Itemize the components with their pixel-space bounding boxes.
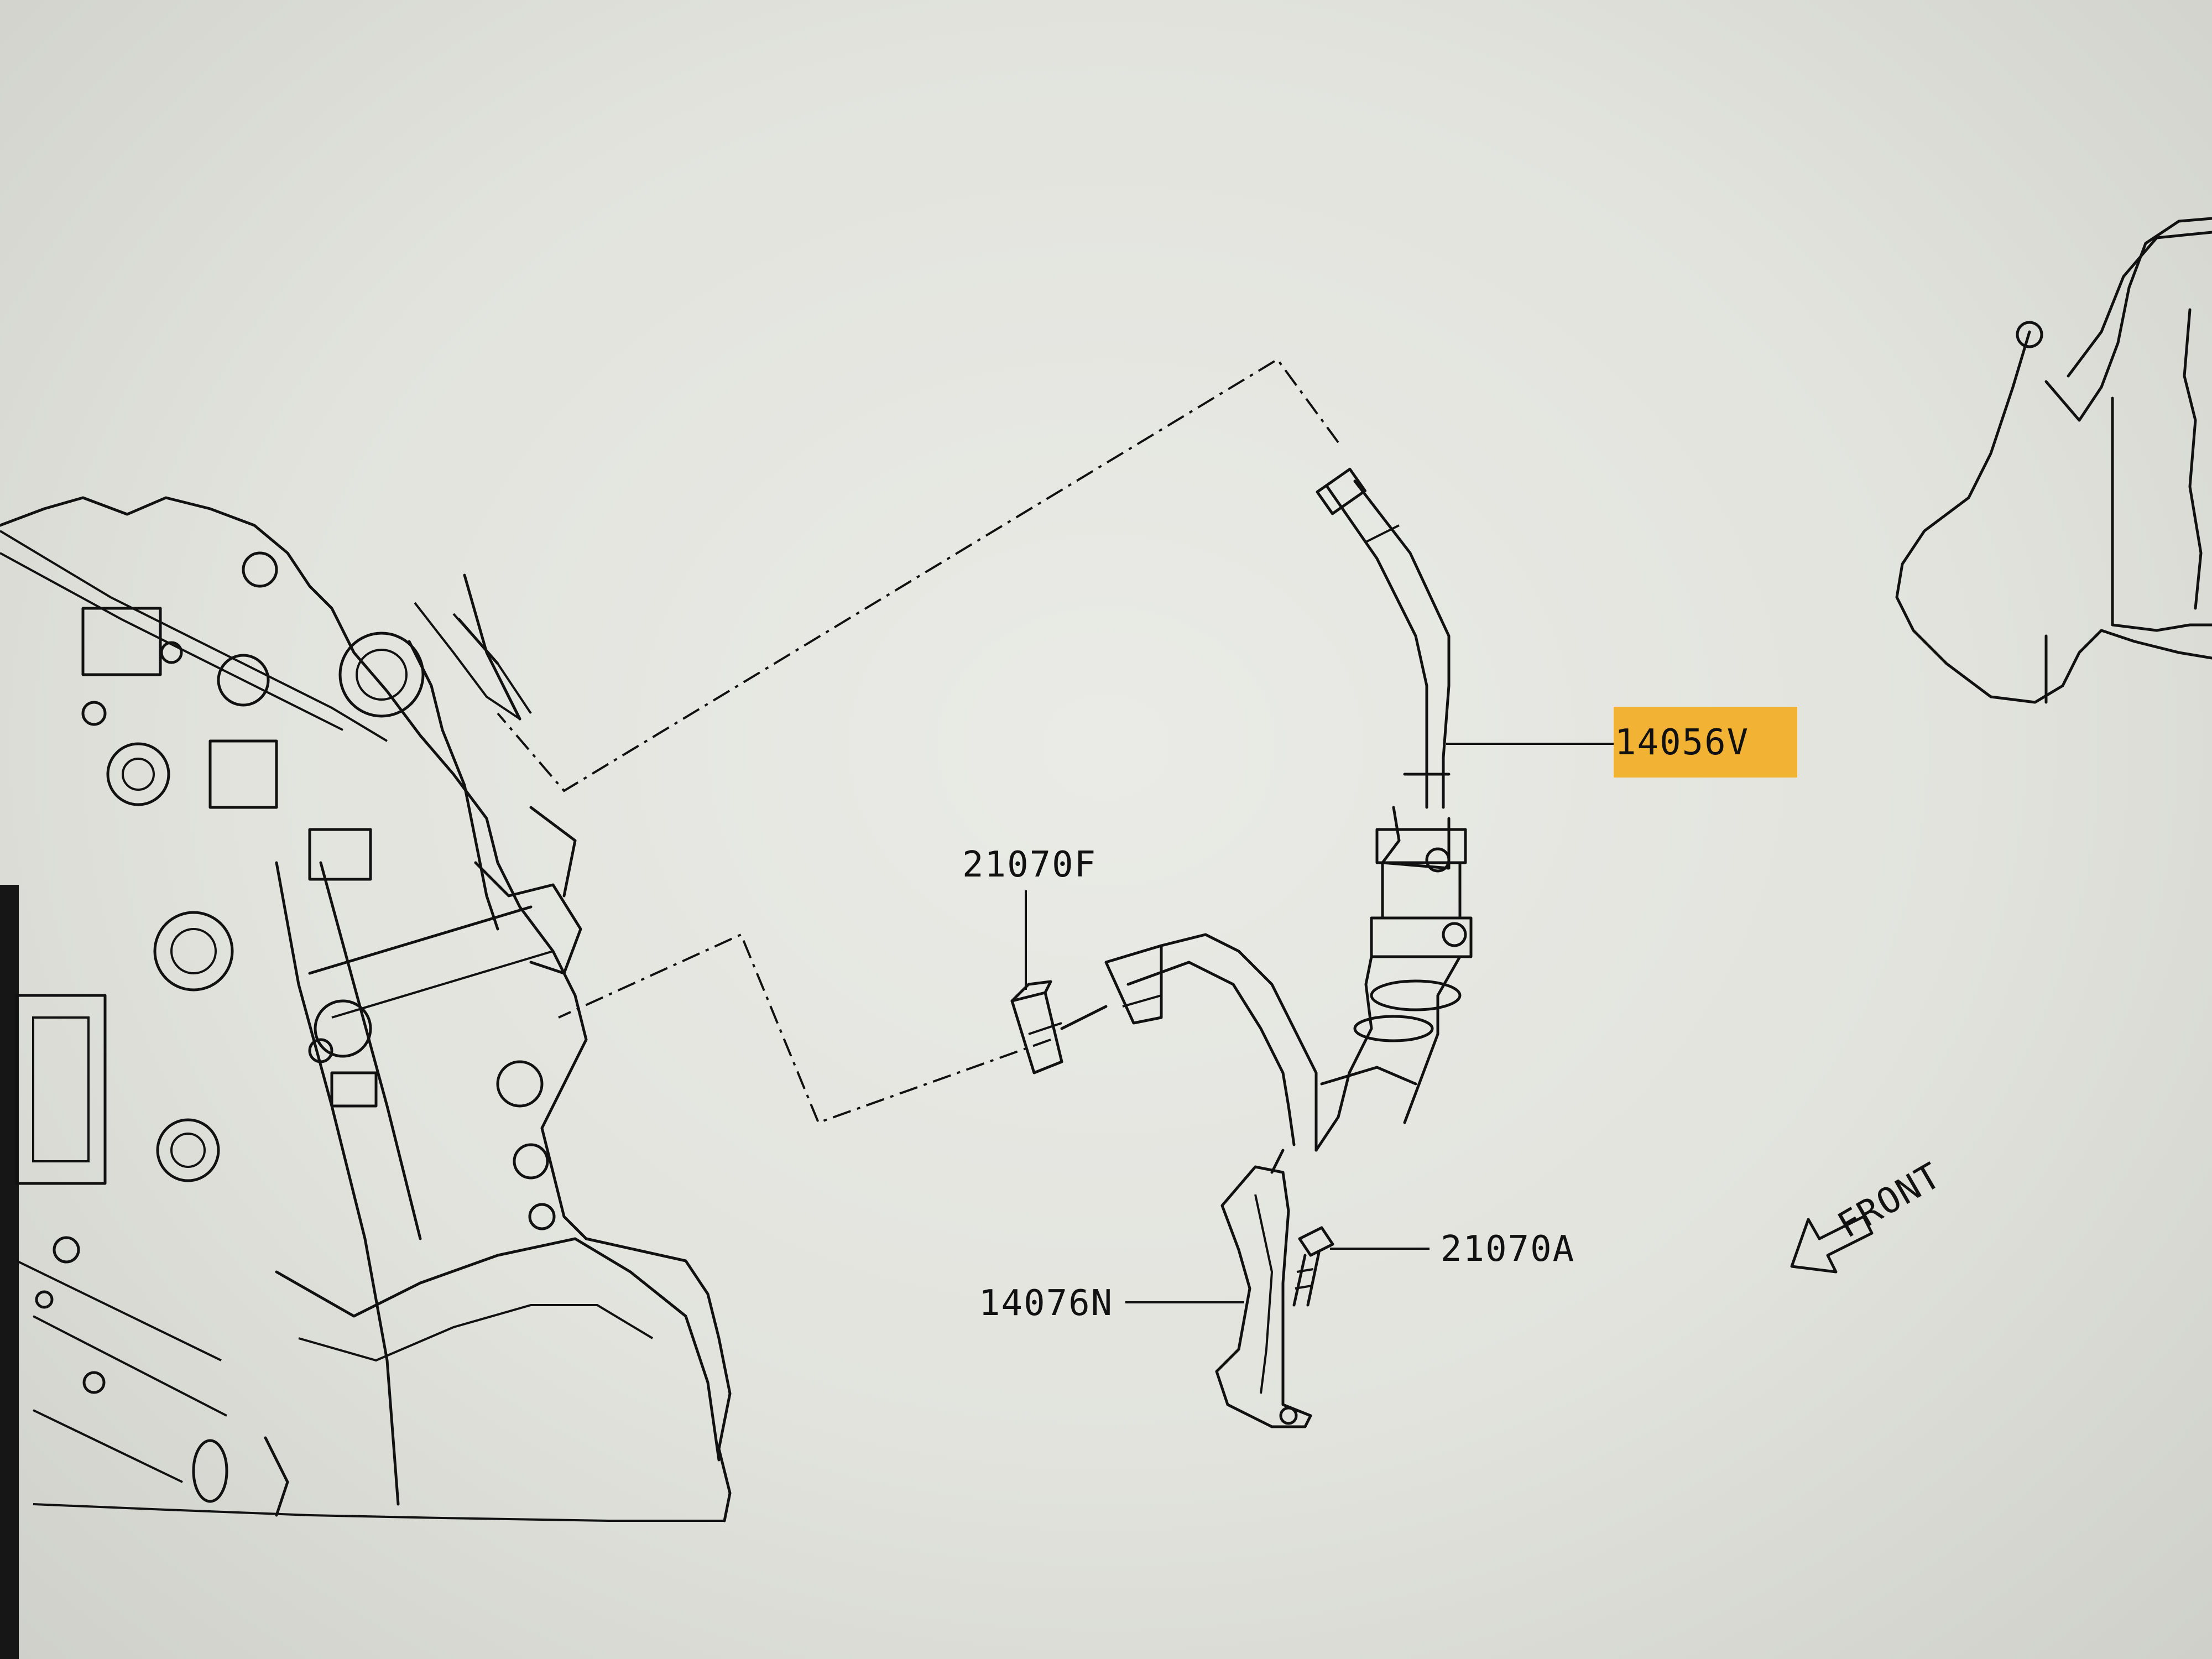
hose-bracket bbox=[1215, 1149, 1312, 1428]
water-hose bbox=[1104, 467, 1473, 1152]
engine-assembly bbox=[0, 496, 732, 1522]
connector-line-upper bbox=[497, 358, 1339, 792]
part-label-14076N[interactable]: 14076N bbox=[979, 1283, 1113, 1324]
hose-clip bbox=[1010, 980, 1108, 1074]
part-label-14056V[interactable]: 14056V bbox=[1615, 722, 1749, 763]
part-label-21070F[interactable]: 21070F bbox=[962, 844, 1097, 885]
location-inset bbox=[1895, 217, 2212, 704]
front-direction-indicator: FRONT bbox=[1790, 1155, 1949, 1274]
highlight-box bbox=[1614, 707, 1797, 778]
bolt bbox=[1292, 1226, 1334, 1307]
connector-line-lower bbox=[558, 933, 1051, 1124]
arrow-icon bbox=[1790, 1215, 1874, 1274]
front-label: FRONT bbox=[1831, 1155, 1949, 1246]
part-label-21070A[interactable]: 21070A bbox=[1441, 1229, 1575, 1270]
